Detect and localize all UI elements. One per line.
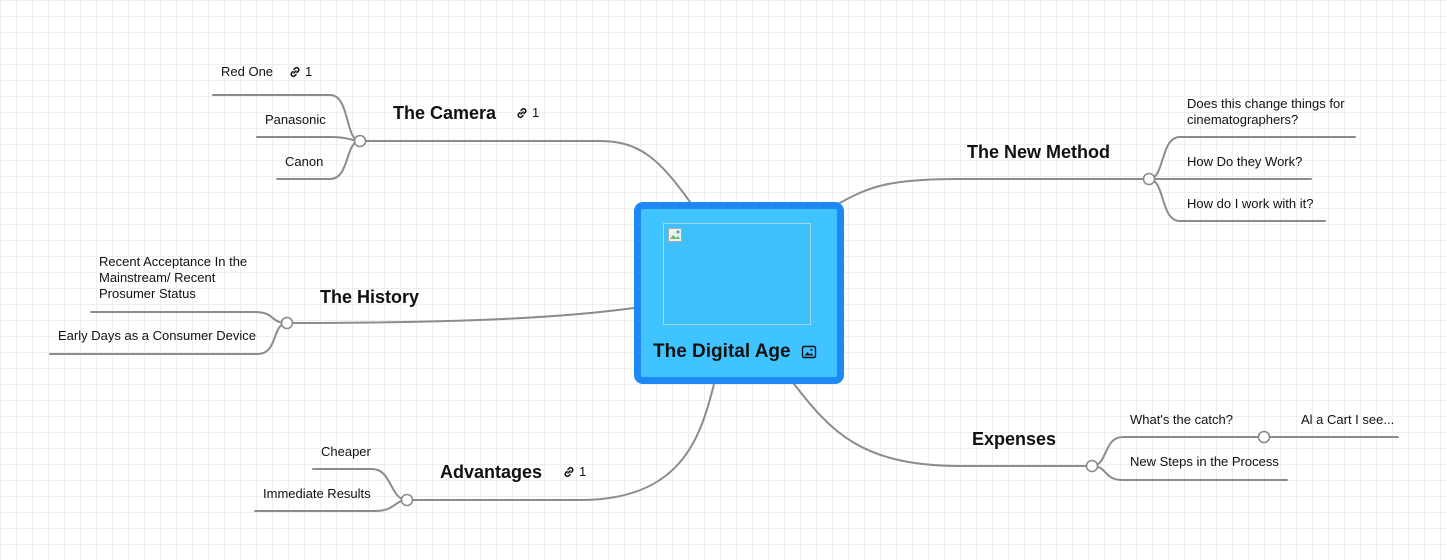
node-new-steps[interactable]: New Steps in the Process — [1130, 454, 1279, 469]
link-count: 1 — [579, 464, 587, 479]
connector-expenses — [793, 383, 1093, 467]
topic-the-camera[interactable]: The Camera — [393, 103, 497, 123]
connector-advantages — [406, 383, 715, 501]
node-red-one[interactable]: Red One — [221, 64, 274, 79]
node-early-days[interactable]: Early Days as a Consumer Device — [58, 328, 256, 343]
image-icon[interactable] — [801, 345, 817, 359]
node-panasonic[interactable]: Panasonic — [265, 112, 326, 127]
node-recent-acceptance[interactable]: Recent Acceptance In the Mainstream/ Rec… — [99, 254, 248, 301]
link-badge-camera[interactable]: 1 — [515, 105, 539, 120]
central-node[interactable]: The Digital Age — [634, 202, 844, 384]
link-badge-red-one[interactable]: 1 — [288, 64, 312, 79]
node-how-do-they-work[interactable]: How Do they Work? — [1187, 154, 1303, 169]
link-count: 1 — [532, 105, 540, 120]
node-whats-the-catch[interactable]: What's the catch? — [1130, 412, 1233, 427]
collapse-toggle-new-method — [1142, 172, 1156, 186]
link-count: 1 — [305, 64, 313, 79]
node-how-do-i-work[interactable]: How do I work with it? — [1187, 196, 1314, 211]
connector-history — [286, 307, 635, 324]
collapse-toggle-history — [280, 316, 294, 330]
link-badge-advantages[interactable]: 1 — [562, 464, 586, 479]
connector-new-method — [837, 178, 1150, 205]
node-immediate-results[interactable]: Immediate Results — [263, 486, 371, 501]
collapse-toggle-expenses — [1085, 459, 1099, 473]
link-icon — [517, 107, 527, 118]
node-does-this-change[interactable]: Does this change things for cinematograp… — [1187, 96, 1345, 127]
topic-the-history[interactable]: The History — [320, 287, 420, 307]
collapse-toggle-advantages — [400, 493, 414, 507]
central-image — [663, 223, 811, 325]
collapse-toggle-whats-the-catch — [1257, 430, 1271, 444]
node-canon[interactable]: Canon — [285, 154, 324, 169]
topic-the-new-method[interactable]: The New Method — [967, 142, 1110, 162]
connector-camera — [359, 140, 691, 203]
collapse-toggle-camera — [353, 134, 367, 148]
node-cheaper[interactable]: Cheaper — [321, 444, 371, 459]
link-icon — [564, 466, 574, 477]
topic-advantages[interactable]: Advantages — [440, 462, 543, 482]
link-icon — [290, 66, 300, 77]
topic-expenses[interactable]: Expenses — [972, 429, 1057, 449]
node-al-a-cart[interactable]: Al a Cart I see... — [1301, 412, 1395, 427]
broken-image-icon — [668, 228, 682, 242]
central-title: The Digital Age — [653, 341, 791, 362]
